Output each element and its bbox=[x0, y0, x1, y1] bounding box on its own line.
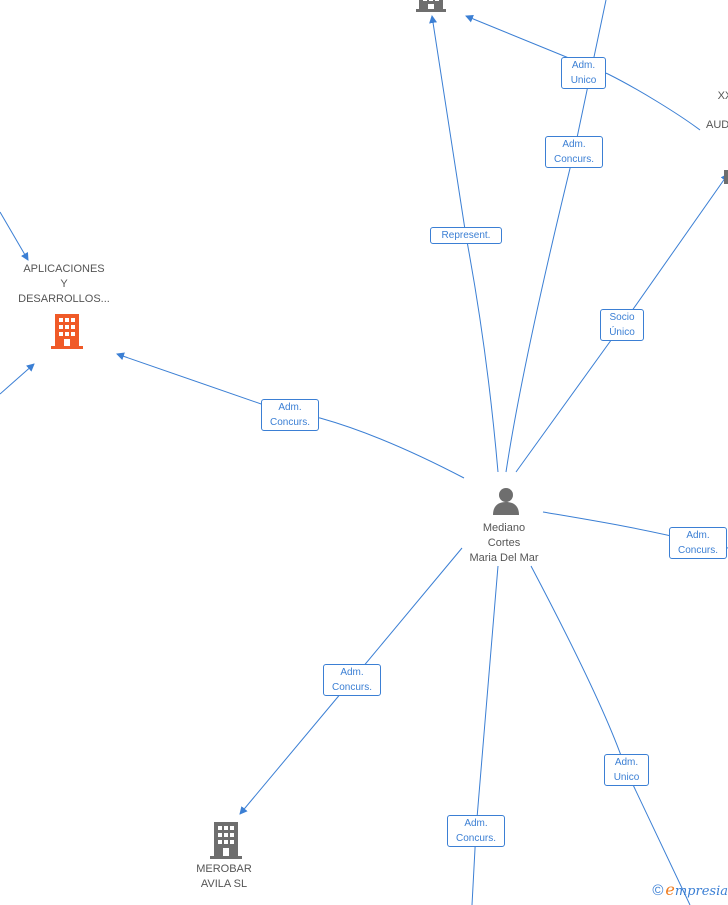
relation-text: Concurs. bbox=[269, 417, 310, 428]
copyright-symbol: © bbox=[652, 882, 664, 899]
company-merobar-label[interactable]: MEROBAR AVILA SL bbox=[196, 862, 252, 892]
relation-text: Unico bbox=[613, 772, 640, 783]
company-xxi-audit-line-2: AUDIT bbox=[706, 119, 728, 131]
edge-offscreen-top-left bbox=[0, 211, 29, 261]
edge-adm-unico-low bbox=[530, 565, 691, 905]
relation-text: Concurs. bbox=[455, 833, 496, 844]
merobar-building-icon[interactable] bbox=[210, 822, 242, 860]
relation-text: Concurs. bbox=[553, 154, 594, 165]
relation-label-adm-concurs-top[interactable]: Adm. Concurs. bbox=[545, 136, 603, 168]
company-aplicaciones-label[interactable]: APLICACIONES Y DESARROLLOS... bbox=[18, 262, 110, 307]
relation-text: Adm. bbox=[340, 667, 364, 678]
relation-label-adm-concurs-lowleft[interactable]: Adm. Concurs. bbox=[323, 664, 381, 696]
relation-text: Adm. bbox=[686, 530, 710, 541]
company-aplicaciones-line-2: Y bbox=[60, 278, 68, 290]
relation-label-represent[interactable]: Represent. bbox=[430, 227, 502, 244]
edge-adm-unico-top bbox=[465, 14, 701, 131]
relation-text: Adm. bbox=[562, 139, 586, 150]
relation-label-adm-concurs-left[interactable]: Adm. Concurs. bbox=[261, 399, 319, 431]
brand-logo-e: e bbox=[665, 880, 675, 899]
aplicaciones-building-icon[interactable] bbox=[51, 314, 83, 350]
edge-adm-concurs-top bbox=[505, 0, 607, 473]
relation-text: Concurs. bbox=[677, 545, 718, 556]
person-name-line-3: Maria Del Mar bbox=[469, 552, 539, 564]
relation-text: Adm. bbox=[278, 402, 302, 413]
relation-text: Concurs. bbox=[331, 682, 372, 693]
company-aplicaciones-line-3: DESARROLLOS... bbox=[18, 293, 110, 305]
relation-label-adm-unico-top[interactable]: Adm. Unico bbox=[561, 57, 606, 89]
edge-offscreen-left bbox=[0, 363, 35, 395]
person-name-line-2: Cortes bbox=[487, 537, 521, 549]
edge-represent bbox=[429, 15, 499, 473]
relation-label-adm-concurs-right[interactable]: Adm. Concurs. bbox=[669, 527, 727, 559]
xxi-audit-building-icon[interactable] bbox=[722, 170, 728, 184]
relation-text: Adm. bbox=[571, 60, 596, 71]
relation-text: Adm. bbox=[464, 818, 488, 829]
edge-adm-concurs-left bbox=[116, 352, 465, 479]
empresia-watermark: ©empresia bbox=[652, 880, 728, 899]
relation-label-adm-unico-low[interactable]: Adm. Unico bbox=[604, 754, 649, 786]
relation-label-socio-unico[interactable]: Socio Único bbox=[600, 309, 644, 341]
relation-text: Socio bbox=[609, 312, 635, 323]
company-xxi-audit-line-1: XXI- bbox=[717, 90, 728, 102]
relation-text: Represent. bbox=[441, 230, 491, 241]
edge-adm-concurs-bottom bbox=[471, 565, 499, 905]
company-merobar-line-1: MEROBAR bbox=[196, 863, 252, 875]
brand-logo-text: mpresia bbox=[674, 884, 728, 899]
relation-label-adm-concurs-bottom[interactable]: Adm. Concurs. bbox=[447, 815, 505, 847]
company-xxi-audit-label[interactable]: XXI- AUDIT bbox=[706, 89, 728, 133]
relation-text: Adm. bbox=[614, 757, 639, 768]
company-merobar-line-2: AVILA SL bbox=[200, 878, 248, 890]
relation-text: Único bbox=[609, 327, 635, 338]
person-name-line-1: Mediano bbox=[482, 522, 526, 534]
relation-text: Unico bbox=[570, 75, 597, 86]
top-company-building-icon[interactable] bbox=[416, 0, 446, 12]
company-aplicaciones-line-1: APLICACIONES bbox=[23, 263, 105, 275]
center-person-label[interactable]: Mediano Cortes Maria Del Mar bbox=[469, 521, 538, 566]
person-icon[interactable] bbox=[491, 486, 521, 516]
